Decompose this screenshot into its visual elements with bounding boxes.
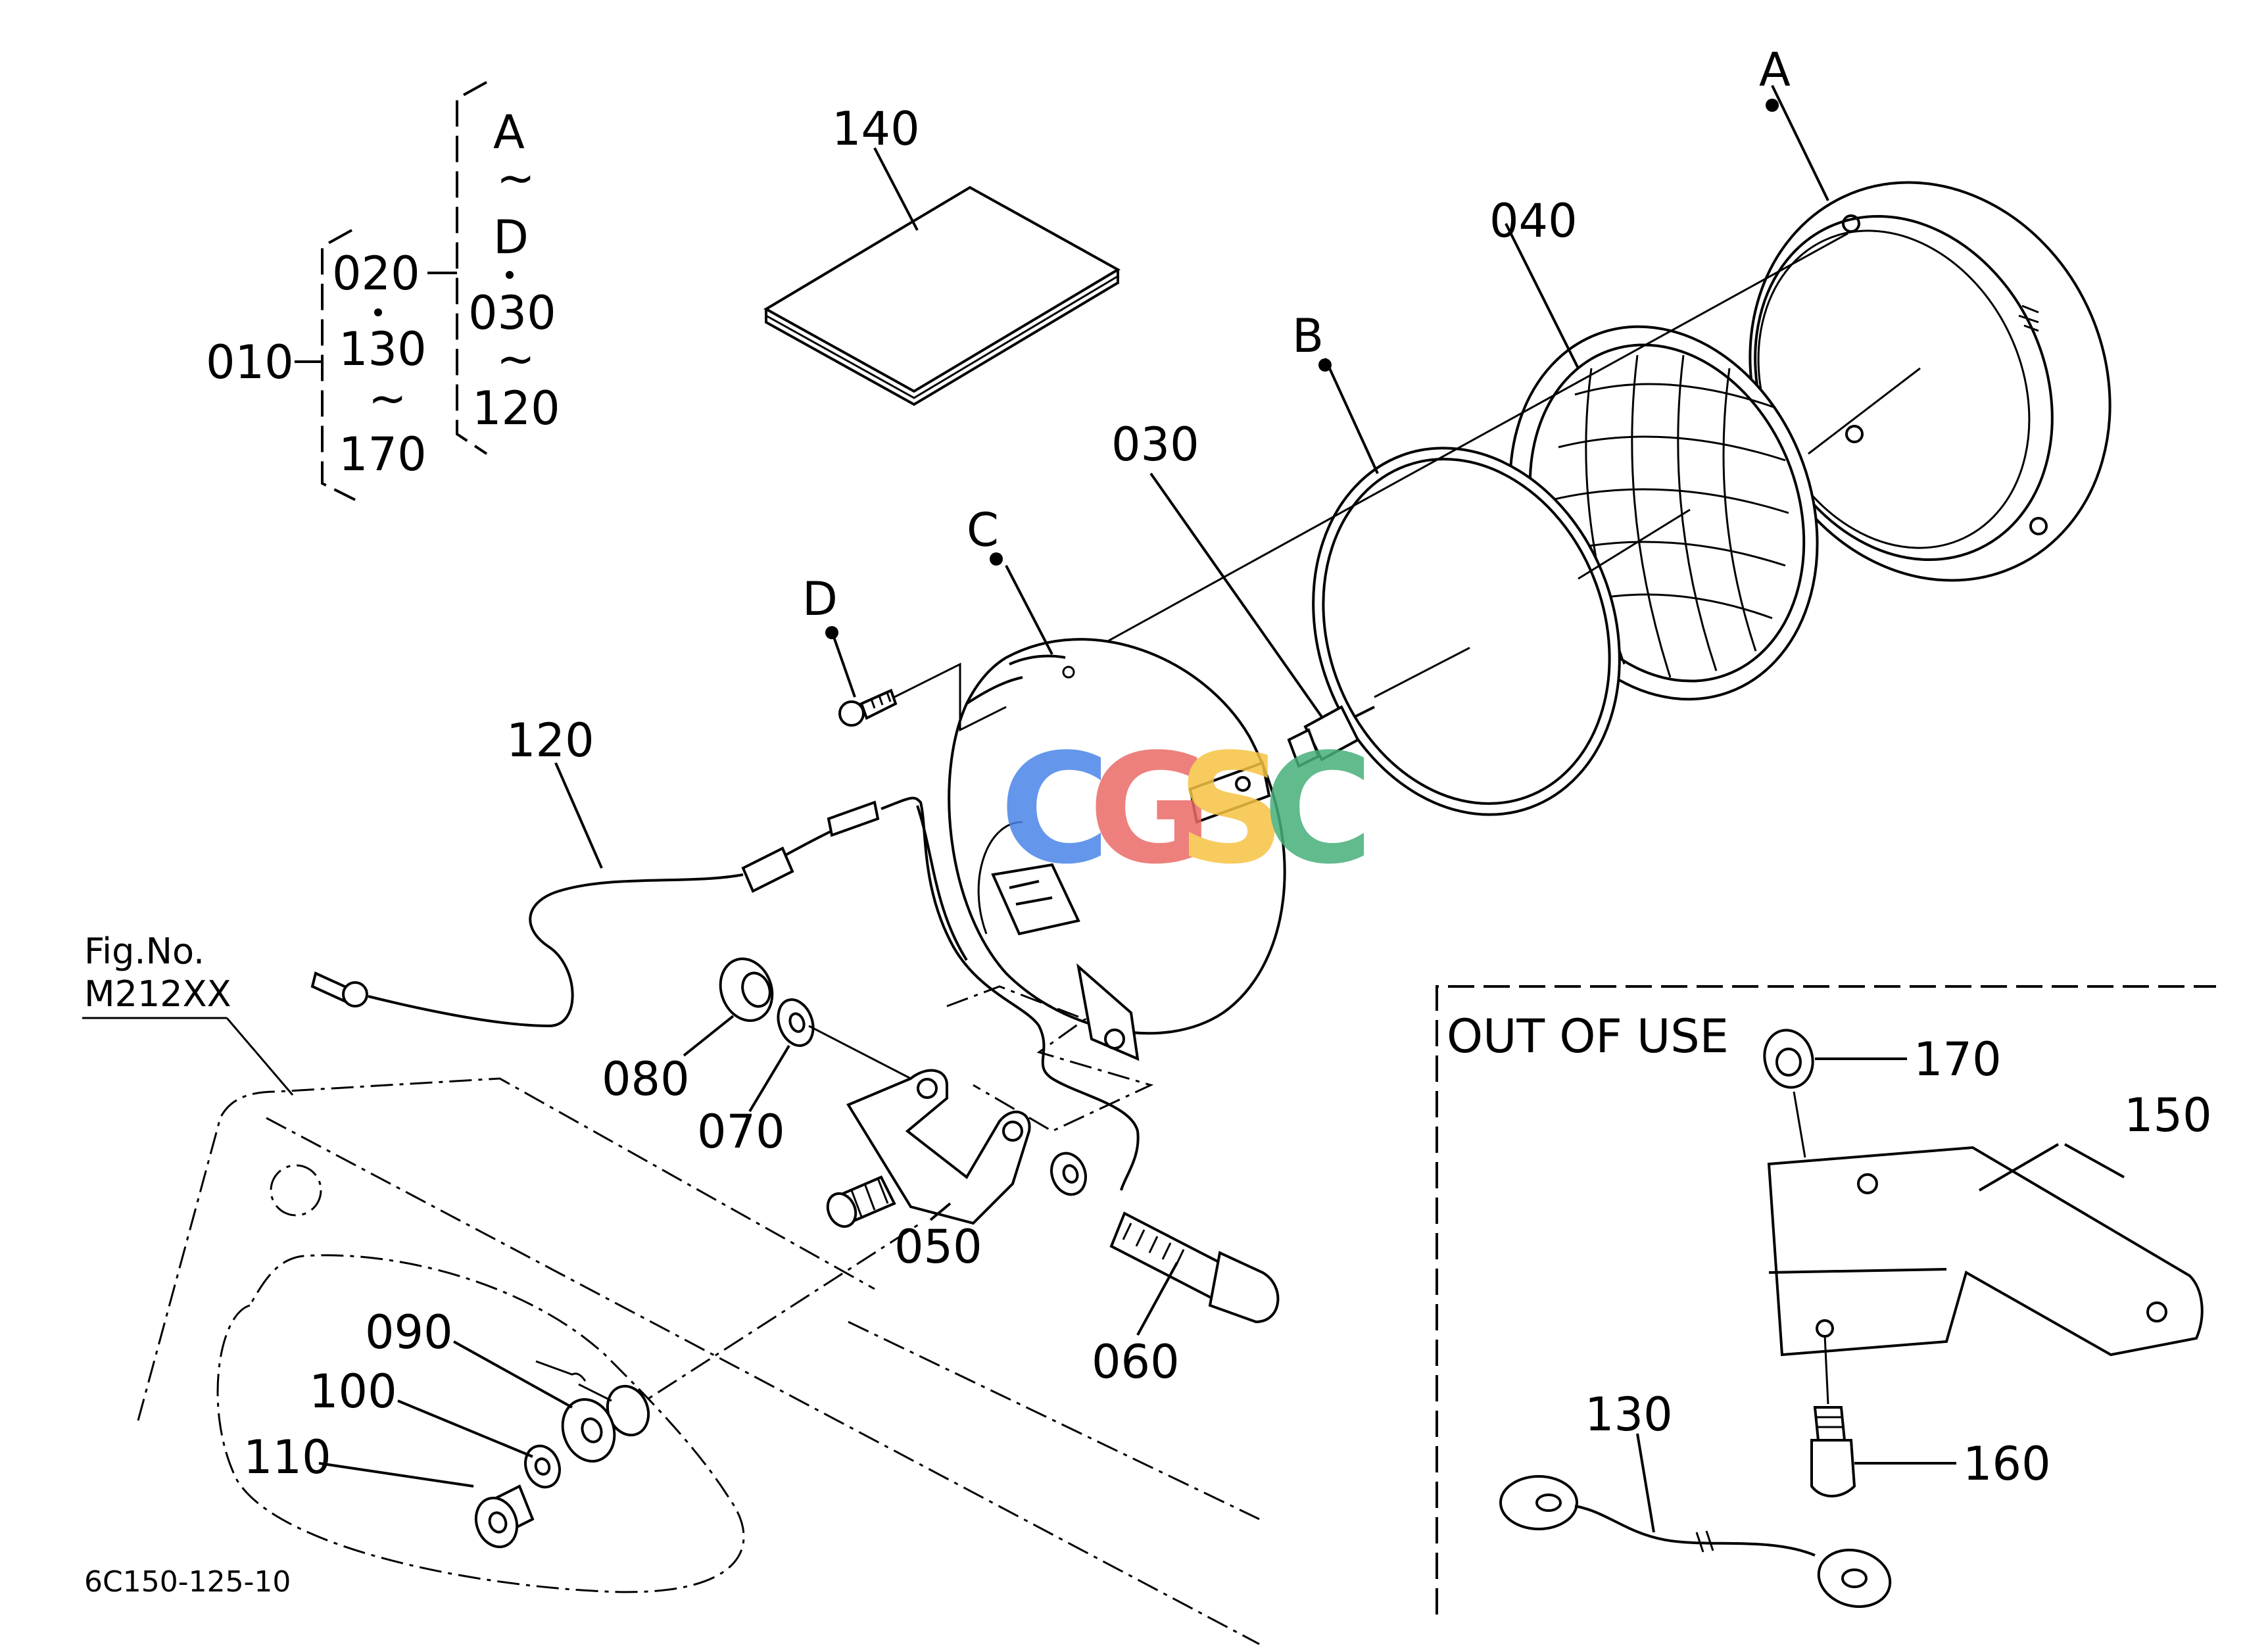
label-170: 170 bbox=[1914, 1032, 2002, 1086]
out-of-use-section: OUT OF USE 170 150 160 130 bbox=[1436, 985, 2216, 1614]
screw-D: D bbox=[802, 572, 1007, 732]
watermark-letter-s: S bbox=[1177, 722, 1286, 898]
washer-070: 070 bbox=[697, 998, 911, 1159]
label-120-top: 120 bbox=[472, 381, 560, 435]
label-130: 130 bbox=[1585, 1388, 1673, 1442]
watermark-letter-c2: C bbox=[1263, 722, 1374, 898]
label-170: 170 bbox=[339, 427, 427, 481]
bolt-060: 060 bbox=[1050, 1152, 1280, 1389]
tractor-body-outline bbox=[137, 1077, 1260, 1645]
watermark-letter-c1: C bbox=[1000, 722, 1111, 898]
label-120: 120 bbox=[506, 714, 594, 767]
fig-no-label: Fig.No. bbox=[84, 931, 205, 972]
label-090: 090 bbox=[365, 1305, 453, 1359]
out-of-use-title: OUT OF USE bbox=[1447, 1009, 1729, 1063]
watermark: C G S C bbox=[1000, 722, 1374, 898]
label-130: 130 bbox=[339, 322, 427, 376]
label-050: 050 bbox=[894, 1220, 982, 1274]
label-030: 030 bbox=[1111, 418, 1199, 472]
bracket-050: 050 bbox=[826, 1069, 1031, 1274]
label-B: B bbox=[1292, 309, 1324, 363]
label-080: 080 bbox=[602, 1052, 690, 1106]
lamp-housing-C: C bbox=[948, 503, 1286, 1061]
label-010: 010 bbox=[206, 335, 294, 389]
label-C: C bbox=[967, 503, 999, 557]
fastener-set: 090 100 110 bbox=[243, 1305, 650, 1549]
wire-harness-120: 120 bbox=[310, 714, 1140, 1191]
label-D-top: D bbox=[493, 210, 529, 264]
label-030-top: 030 bbox=[468, 286, 556, 340]
tilde-2: ~ bbox=[496, 151, 535, 205]
label-A-top: A bbox=[493, 105, 525, 159]
tilde-3: ~ bbox=[496, 332, 535, 386]
manual-book-140: 140 bbox=[763, 102, 1121, 406]
label-160: 160 bbox=[1963, 1437, 2051, 1491]
watermark-letter-g: G bbox=[1088, 722, 1213, 898]
fig-no-value: M212XX bbox=[84, 973, 231, 1015]
tilde-1: ~ bbox=[368, 372, 407, 425]
label-140: 140 bbox=[832, 102, 920, 156]
label-110: 110 bbox=[243, 1430, 331, 1484]
label-150: 150 bbox=[2124, 1088, 2212, 1142]
mount-outline bbox=[946, 985, 1154, 1132]
label-100: 100 bbox=[309, 1365, 397, 1419]
label-070: 070 bbox=[697, 1105, 785, 1159]
label-A: A bbox=[1759, 43, 1791, 97]
hierarchy-tree: 010 020 130 ~ 170 A ~ D 030 ~ 120 bbox=[206, 81, 560, 501]
label-060: 060 bbox=[1092, 1335, 1180, 1389]
label-D: D bbox=[802, 572, 838, 626]
center-axis bbox=[1071, 232, 1848, 662]
bulb-030: 030 bbox=[1111, 418, 1375, 768]
nut-080: 080 bbox=[602, 958, 774, 1106]
label-040: 040 bbox=[1489, 194, 1578, 248]
fig-reference: Fig.No. M212XX bbox=[82, 931, 294, 1096]
drawing-code: 6C150-125-10 bbox=[84, 1565, 291, 1599]
gasket-B: B bbox=[1292, 309, 1621, 816]
label-020: 020 bbox=[332, 247, 420, 301]
